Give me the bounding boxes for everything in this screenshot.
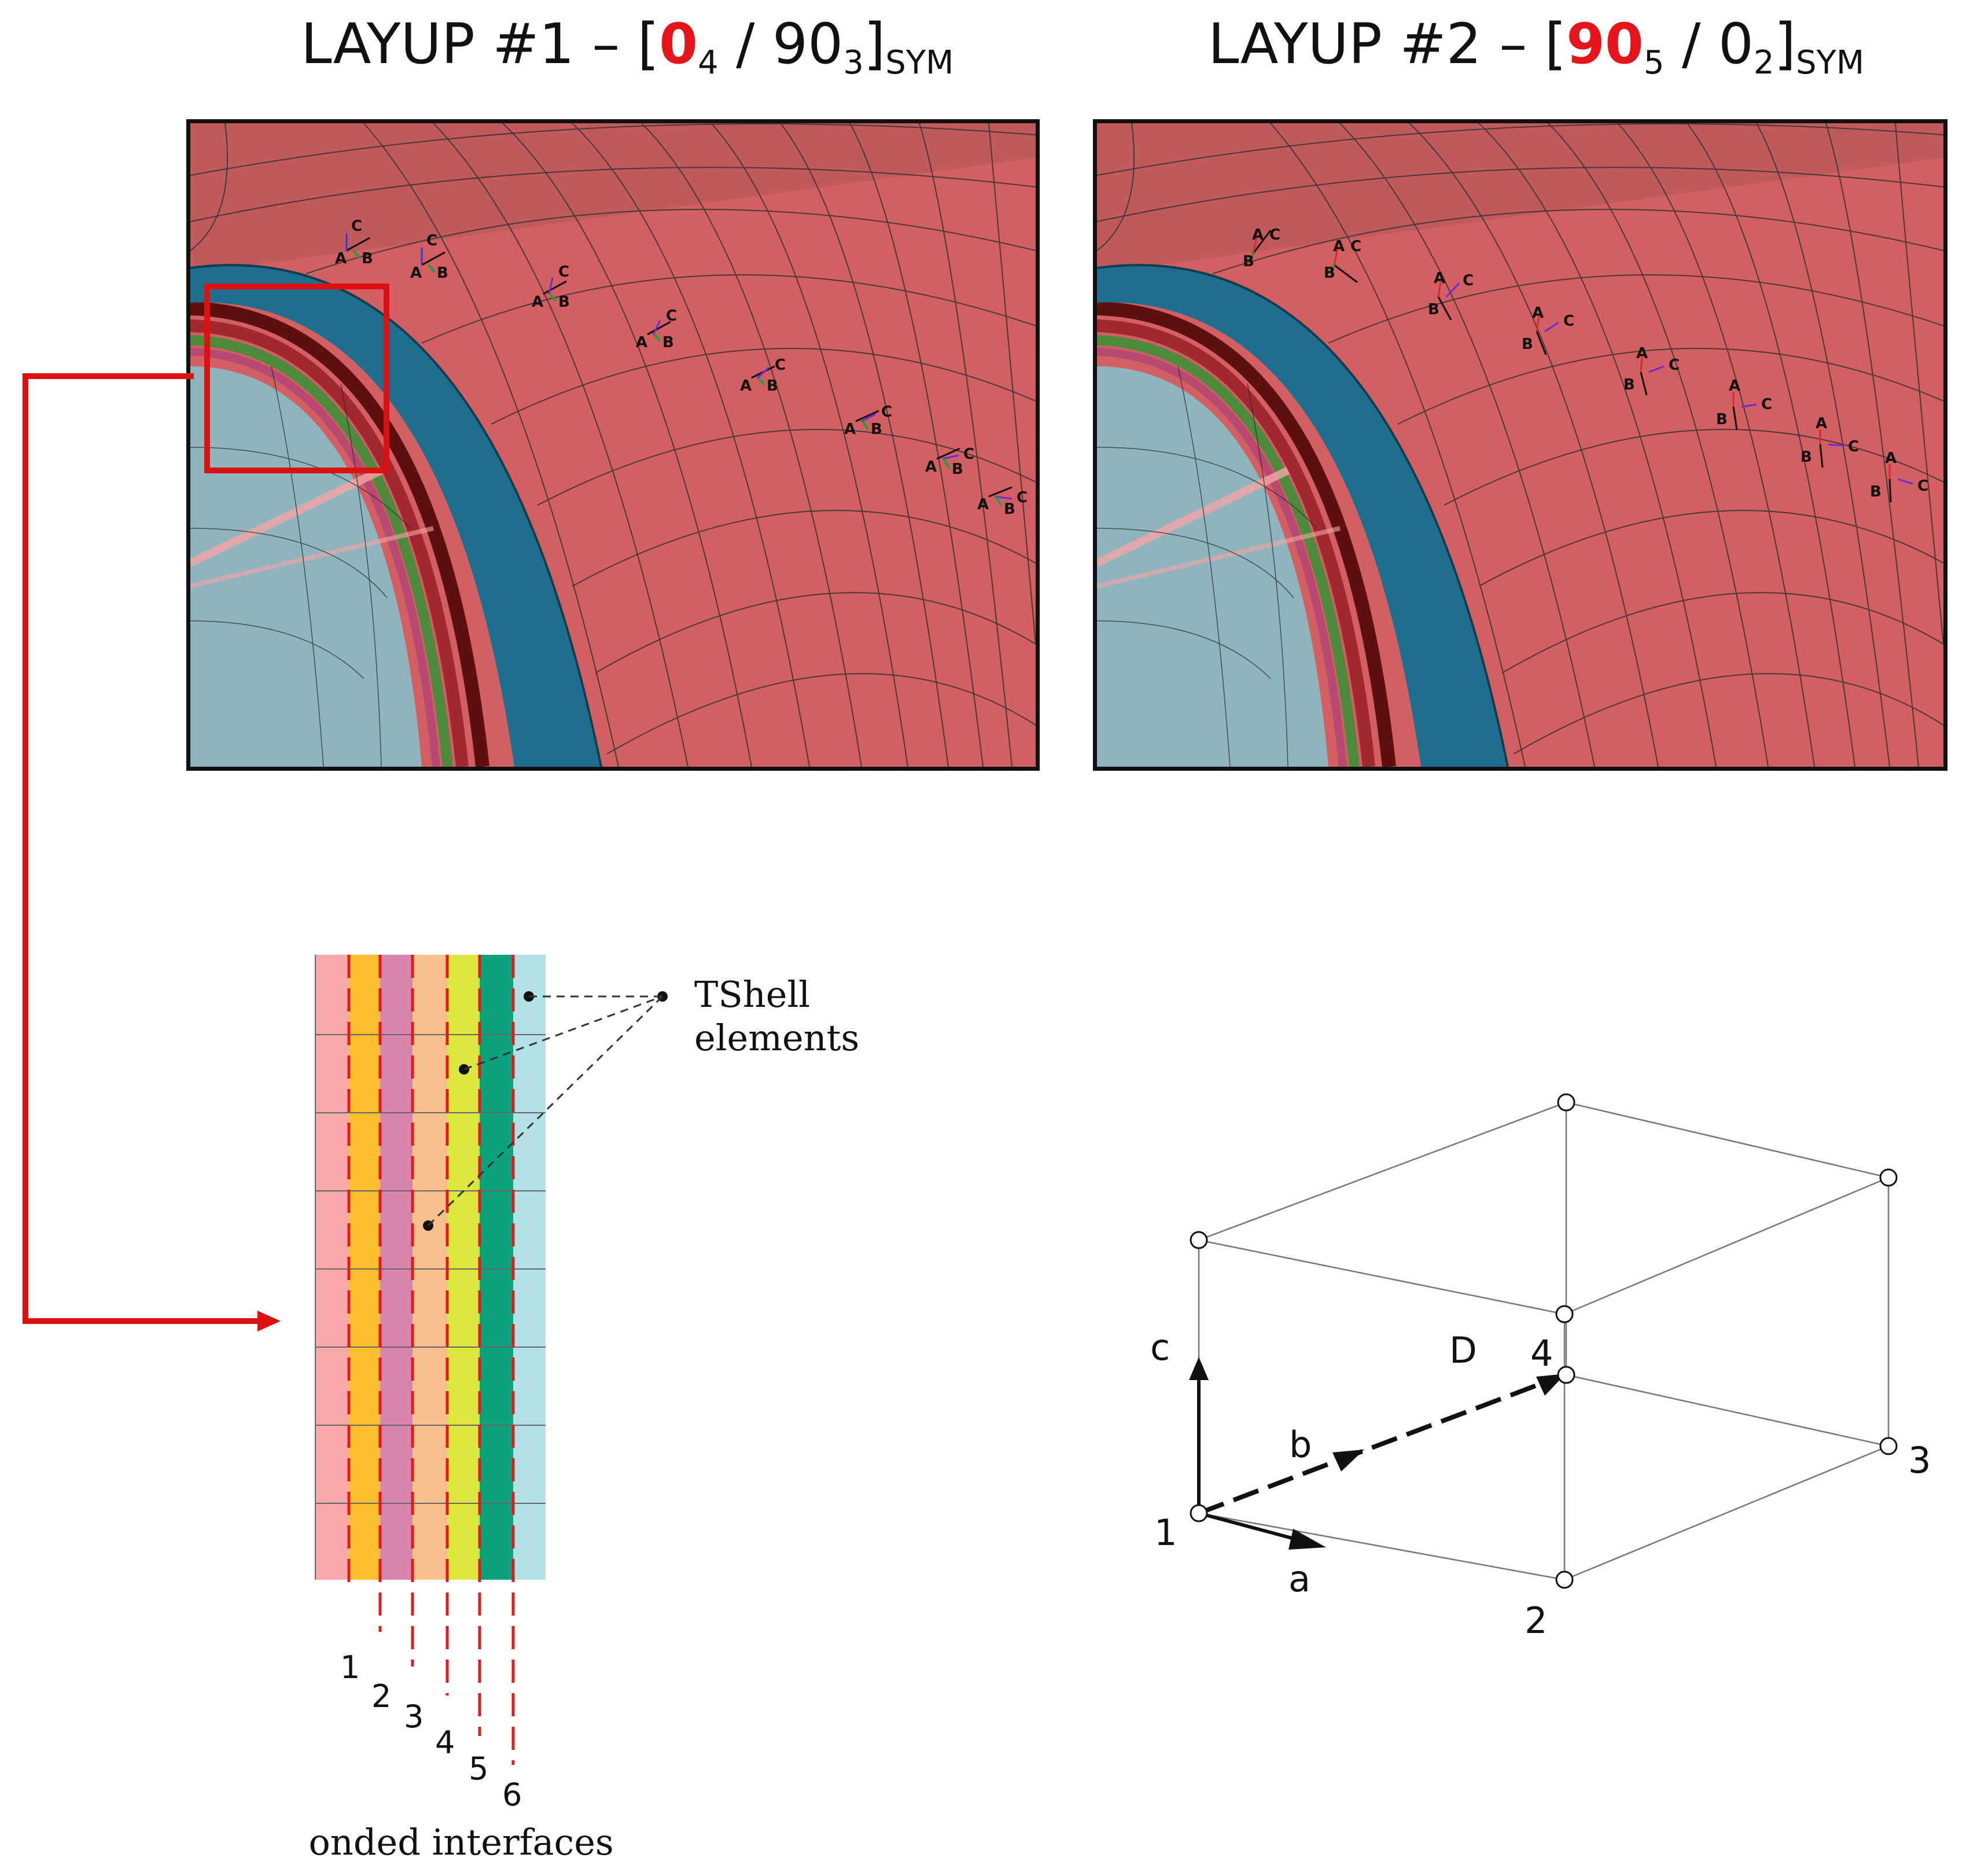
svg-text:C: C	[1848, 438, 1859, 455]
svg-text:B: B	[871, 421, 882, 438]
svg-text:B: B	[1801, 448, 1812, 466]
svg-text:A: A	[636, 334, 647, 351]
highlight-box	[204, 284, 389, 473]
diagram-labels: 1 2 3 4 c a b D	[1150, 1326, 1931, 1642]
bonded-interface-lines	[347, 955, 515, 1765]
svg-text:A: A	[977, 496, 989, 513]
interface-number: 1	[340, 1649, 360, 1686]
svg-text:B: B	[1870, 483, 1882, 501]
svg-text:C: C	[1917, 477, 1928, 495]
ply-stack-diagram: TShell elements 1 2 3 4 5 6 Bonded inter…	[307, 955, 859, 1863]
svg-text:B: B	[662, 334, 674, 351]
layup1-title: LAYUP #1 – [04 / 903]SYM	[301, 12, 954, 82]
node-label-2: 2	[1525, 1599, 1547, 1642]
svg-text:A: A	[1636, 345, 1648, 362]
svg-text:A: A	[1333, 238, 1345, 255]
svg-text:A: A	[740, 377, 752, 395]
svg-text:A: A	[1729, 377, 1740, 395]
vector-label-a: a	[1288, 1558, 1310, 1600]
svg-text:C: C	[558, 263, 569, 281]
svg-text:B: B	[437, 264, 448, 282]
svg-text:C: C	[1269, 226, 1280, 244]
svg-text:B: B	[1522, 336, 1533, 353]
element-grid	[315, 955, 546, 1580]
svg-text:B: B	[1428, 301, 1439, 318]
svg-text:A: A	[1532, 304, 1544, 322]
svg-text:C: C	[666, 307, 677, 325]
interface-number: 4	[435, 1724, 455, 1761]
interface-number: 2	[371, 1678, 391, 1715]
svg-text:A: A	[1434, 270, 1445, 287]
node-label-4: 4	[1530, 1332, 1553, 1374]
tshell-label-line1: TShell	[694, 973, 810, 1016]
svg-text:B: B	[1716, 411, 1728, 428]
svg-text:C: C	[881, 403, 892, 421]
svg-text:C: C	[1669, 356, 1680, 374]
nodes	[1190, 1093, 1898, 1589]
svg-text:C: C	[1463, 272, 1474, 289]
svg-text:C: C	[1761, 396, 1772, 413]
svg-text:B: B	[767, 377, 778, 395]
svg-text:C: C	[775, 356, 786, 374]
svg-text:B: B	[362, 250, 373, 267]
svg-text:A: A	[532, 293, 543, 311]
svg-text:A: A	[1885, 450, 1897, 467]
svg-text:A: A	[1252, 226, 1264, 244]
svg-text:C: C	[426, 232, 437, 249]
svg-text:A: A	[410, 264, 422, 282]
vectors	[1189, 1357, 1566, 1550]
svg-text:A: A	[925, 458, 937, 476]
interface-number: 6	[502, 1776, 522, 1813]
tshell-element-diagram: 1 2 3 4 c a b D	[1150, 1093, 1931, 1642]
svg-text:C: C	[963, 446, 974, 463]
layup2-title: LAYUP #2 – [905 / 02]SYM	[1208, 12, 1865, 82]
interface-number: 3	[404, 1698, 424, 1735]
svg-text:B: B	[1004, 501, 1015, 518]
svg-text:B: B	[1324, 264, 1335, 282]
bonded-interfaces-caption: Bonded interfaces	[307, 1821, 614, 1863]
svg-text:B: B	[1623, 376, 1635, 393]
svg-text:C: C	[1563, 312, 1574, 330]
interface-numbers: 1 2 3 4 5 6	[340, 1649, 522, 1813]
interface-number: 5	[469, 1750, 488, 1787]
svg-text:C: C	[1350, 238, 1361, 255]
svg-text:A: A	[335, 250, 347, 267]
svg-text:C: C	[351, 218, 362, 235]
vector-label-c: c	[1150, 1326, 1170, 1369]
svg-text:B: B	[558, 293, 570, 311]
svg-text:B: B	[1243, 253, 1254, 270]
vector-label-b: b	[1289, 1423, 1312, 1466]
svg-text:A: A	[1816, 415, 1827, 432]
svg-text:A: A	[844, 421, 856, 438]
ply-columns	[315, 955, 546, 1580]
svg-text:B: B	[952, 461, 963, 478]
node-label-1: 1	[1154, 1511, 1177, 1554]
tshell-label-line2: elements	[694, 1017, 859, 1059]
node-label-3: 3	[1908, 1439, 1931, 1481]
vector-label-d: D	[1449, 1329, 1477, 1371]
tshell-callout	[423, 991, 668, 1231]
svg-text:C: C	[1017, 489, 1028, 506]
